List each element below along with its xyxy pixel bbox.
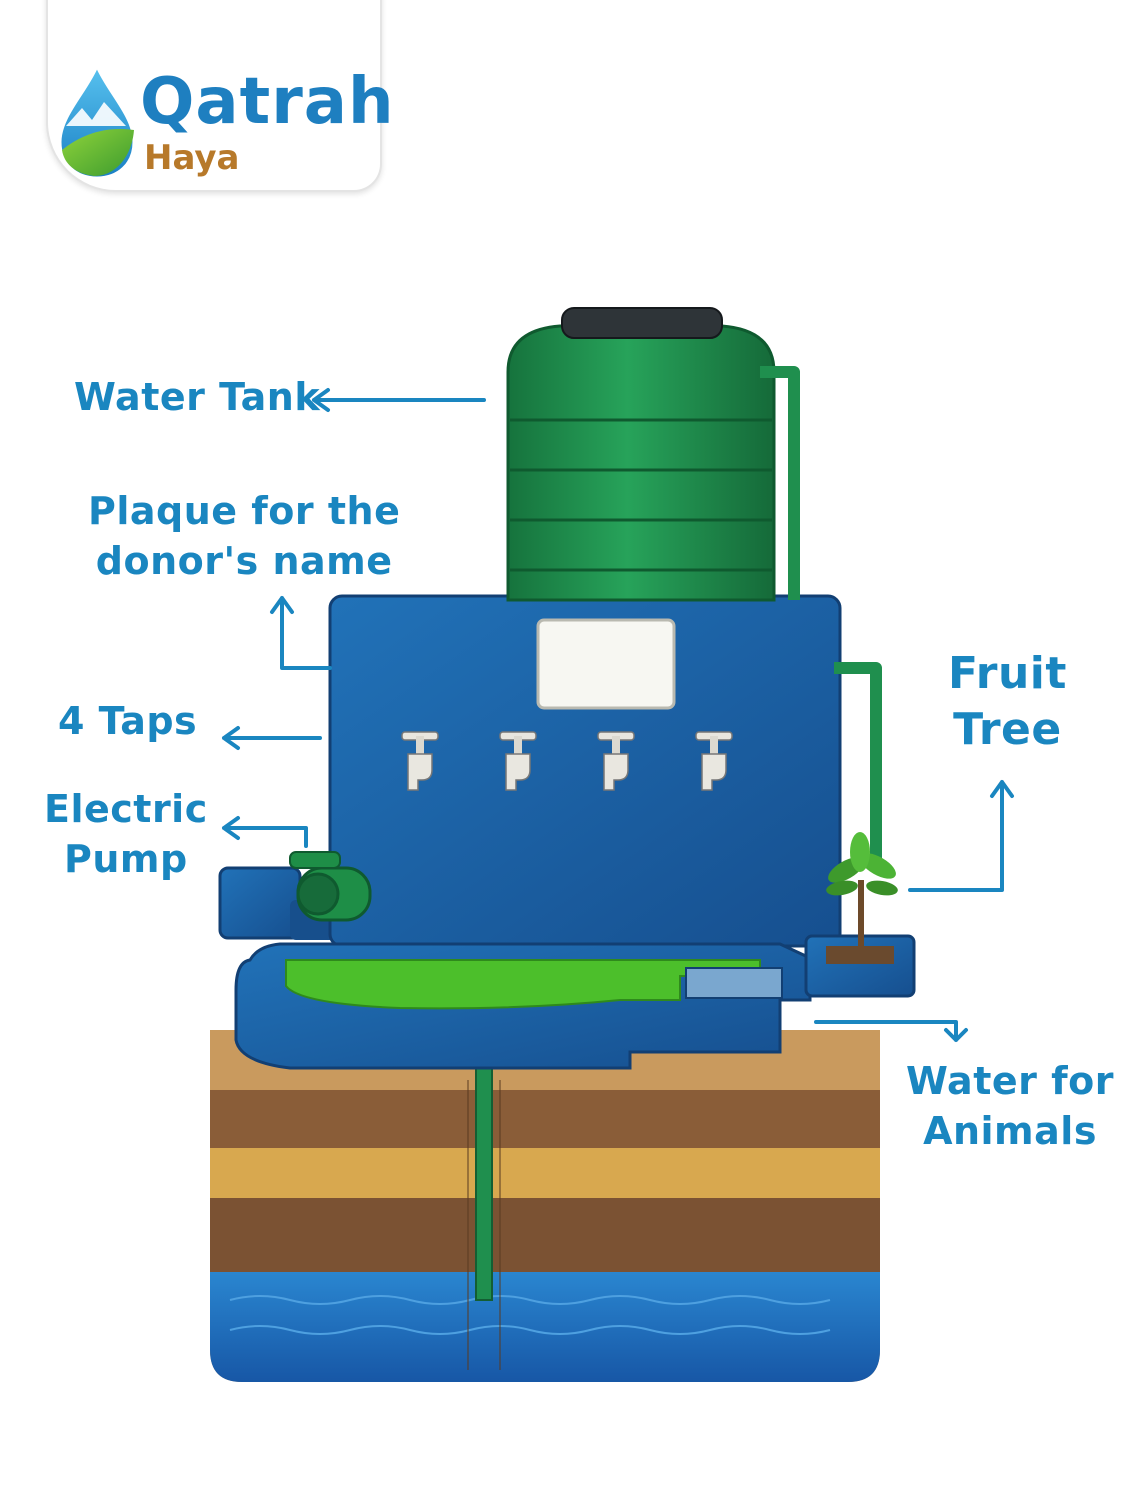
taps-arrow — [222, 726, 322, 750]
tap-icon — [499, 731, 537, 791]
fruit-tree-arrow — [908, 780, 1014, 892]
label-pump: Electric Pump — [44, 787, 208, 881]
tap-wall — [328, 594, 842, 948]
plaque-arrow — [270, 596, 332, 670]
label-taps: 4 Taps — [58, 699, 198, 743]
label-plaque: Plaque for the donor's name — [88, 489, 401, 583]
water-tank-arrow — [312, 388, 486, 412]
pump-arrow — [222, 816, 308, 848]
water-tank — [506, 307, 800, 602]
water-drop-logo-icon — [58, 64, 136, 180]
leader-lines — [222, 388, 1014, 1042]
label-water-tank: Water Tank — [74, 375, 321, 419]
electric-pump — [289, 851, 372, 922]
label-fruit-tree: Fruit Tree — [948, 648, 1067, 755]
brand-name: Qatrah — [140, 65, 395, 139]
trough — [234, 942, 812, 1070]
tap-icon — [401, 731, 439, 791]
fruit-tree-icon — [826, 832, 898, 950]
label-animals: Water for Animals — [906, 1059, 1114, 1153]
soil-block — [210, 1030, 880, 1382]
tap-icon — [597, 731, 635, 791]
animals-arrow — [814, 1020, 968, 1042]
tap-icon — [695, 731, 733, 791]
brand-subname: Haya — [144, 138, 240, 178]
tree-pipe — [834, 662, 882, 860]
taps-group — [401, 731, 733, 791]
